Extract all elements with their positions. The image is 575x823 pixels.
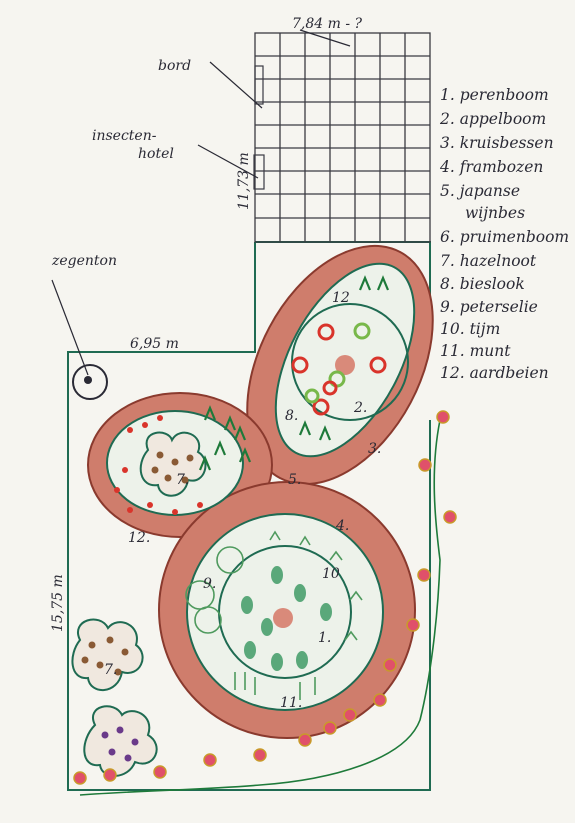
plant-legend: 1. perenboom 2. appelboom 3. kruisbessen… xyxy=(439,86,569,382)
legend-item-5b: wijnbes xyxy=(465,204,525,222)
bed-number-12a: 12 xyxy=(332,290,350,306)
legend-item-4: 4. frambozen xyxy=(439,158,543,176)
insect-hotel-label-2: hotel xyxy=(138,146,174,162)
flower-heads xyxy=(73,410,457,785)
insect-hotel-box xyxy=(253,154,265,190)
pointer-lines xyxy=(51,29,351,376)
bed-number-9: 9. xyxy=(203,576,216,592)
garden-path xyxy=(87,244,434,739)
apple-tree-trunk xyxy=(335,355,355,375)
bed-number-12b: 12. xyxy=(128,530,150,546)
bord-label: bord xyxy=(158,58,191,74)
bord-box xyxy=(254,65,264,105)
top-dimension-label: 7,84 m - ? xyxy=(292,16,363,32)
plums xyxy=(101,726,139,762)
legend-item-6: 6. pruimenboom xyxy=(440,228,569,246)
bed-apple-inner xyxy=(291,303,409,421)
herbs xyxy=(185,530,363,700)
bed-number-5: 5. xyxy=(288,472,301,488)
border-flowers xyxy=(79,419,441,796)
legend-item-2: 2. appelboom xyxy=(439,110,546,128)
bed-number-3: 3. xyxy=(368,441,381,457)
rain-barrel-center xyxy=(84,376,92,384)
bed-number-7b: 7. xyxy=(104,662,117,678)
greenhouse-height-label: 11,73 m xyxy=(236,152,252,210)
hazelnuts xyxy=(81,451,194,676)
insect-hotel-label-1: insecten- xyxy=(92,128,157,144)
legend-item-5: 5. japanse xyxy=(440,182,520,200)
left-dimension-label: 6,95 m xyxy=(130,336,179,352)
legend-item-8: 8. bieslook xyxy=(440,275,525,293)
side-dimension-label: 15,75 m xyxy=(50,574,66,632)
legend-item-9: 9. peterselie xyxy=(440,298,538,316)
apples xyxy=(291,322,387,416)
bed-number-8: 8. xyxy=(285,408,298,424)
legend-item-7: 7. hazelnoot xyxy=(440,252,537,270)
legend-item-11: 11. munt xyxy=(440,342,511,360)
chives xyxy=(198,275,390,471)
legend-item-12: 12. aardbeien xyxy=(440,364,549,382)
bed-number-1: 1. xyxy=(318,630,331,646)
legend-item-1: 1. perenboom xyxy=(440,86,549,104)
legend-item-10: 10. tijm xyxy=(440,320,500,338)
pear-tree-trunk xyxy=(273,608,293,628)
greenhouse-grid xyxy=(254,32,431,243)
strawberries xyxy=(114,415,203,515)
bed-number-10: 10 xyxy=(322,566,340,582)
plot-boundary xyxy=(67,242,431,791)
bed-number-11: 11. xyxy=(280,695,302,711)
zegenton-label: zegenton xyxy=(51,253,117,269)
bed-number-4: 4. xyxy=(335,518,349,534)
pears xyxy=(241,566,332,671)
legend-item-3: 3. kruisbessen xyxy=(440,134,554,152)
bed-number-2: 2. xyxy=(353,400,367,416)
plum-bush xyxy=(83,705,158,777)
bed-number-7a: 7. xyxy=(176,472,189,488)
rain-barrel xyxy=(72,364,108,400)
